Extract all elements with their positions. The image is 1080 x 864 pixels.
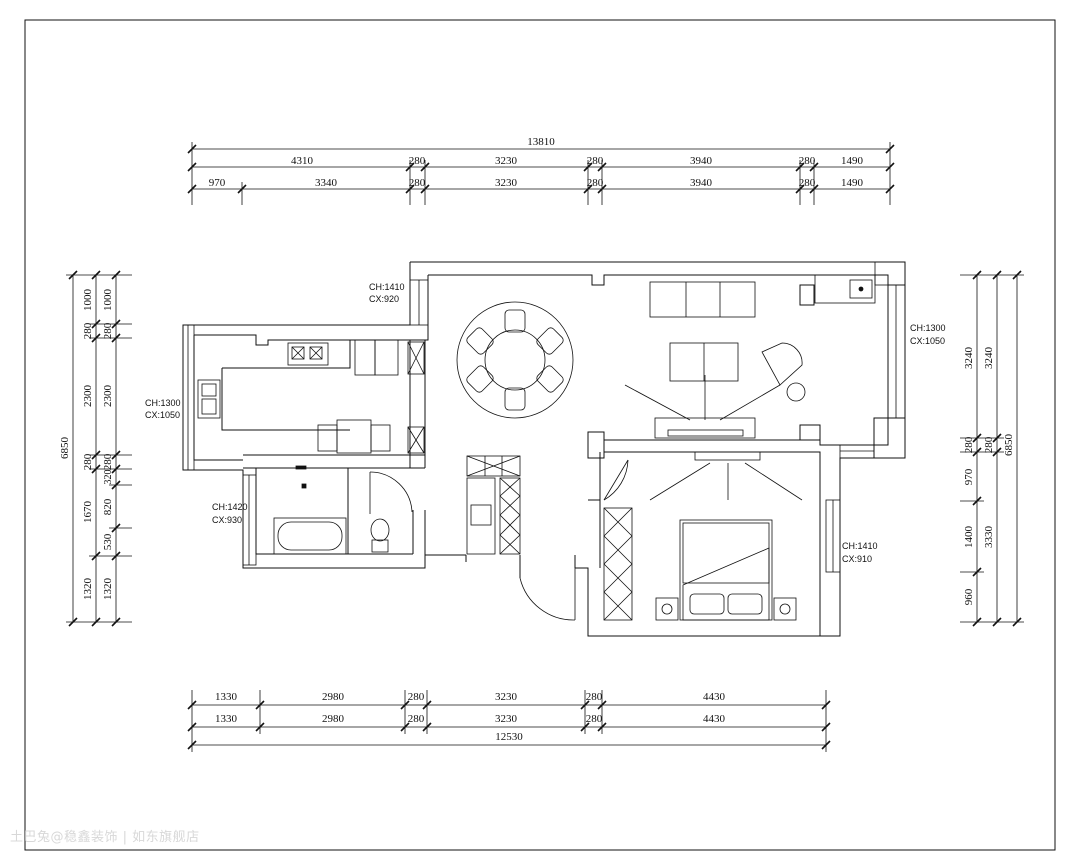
dim-left-total: 6850 xyxy=(59,437,71,460)
dim-bot-r2-a: 1330 xyxy=(215,713,238,725)
kitchen-fixtures xyxy=(197,339,425,454)
dim-left-c2-h: 1320 xyxy=(102,578,114,601)
dim-left-c1-c: 2300 xyxy=(82,385,94,408)
label-kitchen-ch: CH:1410 xyxy=(369,282,405,292)
dim-top-r1-g: 1490 xyxy=(841,155,864,167)
walls xyxy=(182,261,906,637)
dim-bot-r1-f: 4430 xyxy=(703,691,726,703)
dim-top-r1-e: 3940 xyxy=(690,155,713,167)
dim-left-c1-b: 280 xyxy=(82,322,94,339)
top-dimensions xyxy=(191,142,891,205)
dim-top-r2-c: 280 xyxy=(409,177,426,189)
dim-right-c2-c: 3330 xyxy=(983,526,995,549)
dim-bot-r2-b: 2980 xyxy=(322,713,345,725)
dim-left-c1-d: 280 xyxy=(82,453,94,470)
doors xyxy=(369,459,629,621)
dim-top-r2-g: 280 xyxy=(799,177,816,189)
dim-right-c1-b: 280 xyxy=(963,436,975,453)
dim-top-r1-a: 4310 xyxy=(291,155,314,167)
dim-right-c2-a: 3240 xyxy=(983,347,995,370)
label-living-cx: CX:1050 xyxy=(910,336,945,346)
dim-right-c1-d: 1400 xyxy=(963,526,975,549)
dim-bot-r1-a: 1330 xyxy=(215,691,238,703)
dim-bot-r2-d: 3230 xyxy=(495,713,518,725)
left-dimensions xyxy=(66,274,132,623)
dim-left-c1-a: 1000 xyxy=(82,289,94,312)
dim-top-total: 13810 xyxy=(527,136,555,148)
dim-top-r2-b: 3340 xyxy=(315,177,338,189)
dim-left-c2-f: 820 xyxy=(102,498,114,515)
windows xyxy=(182,261,906,573)
dim-right-total: 6850 xyxy=(1003,434,1015,457)
dim-left-c2-c: 2300 xyxy=(102,385,114,408)
living-furniture xyxy=(456,274,876,439)
dim-left-c2-d: 280 xyxy=(102,453,114,470)
bedroom-furniture xyxy=(603,451,803,621)
dim-top-r1-b: 280 xyxy=(409,155,426,167)
label-bath-ch: CH:1420 xyxy=(212,502,248,512)
watermark: 土巴兔@稳鑫装饰 | 如东旗舰店 xyxy=(10,830,200,845)
dim-left-c1-f: 1320 xyxy=(82,578,94,601)
left-dimension-ticks xyxy=(68,270,121,627)
dim-right-c1-e: 960 xyxy=(963,588,975,605)
right-dimension-ticks xyxy=(972,270,1022,627)
dim-top-r1-d: 280 xyxy=(587,155,604,167)
dim-bot-r1-e: 280 xyxy=(586,691,603,703)
dim-top-r2-f: 3940 xyxy=(690,177,713,189)
label-balcony-cx: CX:1050 xyxy=(145,410,180,420)
label-kitchen-cx: CX:920 xyxy=(369,294,399,304)
dim-left-c2-e: 320 xyxy=(103,470,114,485)
dim-bot-r1-b: 2980 xyxy=(322,691,345,703)
dim-top-r2-a: 970 xyxy=(209,177,226,189)
label-balcony-ch: CH:1300 xyxy=(145,398,181,408)
label-living-ch: CH:1300 xyxy=(910,323,946,333)
dim-left-c1-e: 1670 xyxy=(82,501,94,524)
dim-bot-r2-c: 280 xyxy=(408,713,425,725)
dim-bot-r2-f: 4430 xyxy=(703,713,726,725)
bottom-dimensions xyxy=(191,690,827,752)
label-bedroom-cx: CX:910 xyxy=(842,554,872,564)
drawing-border xyxy=(24,19,1056,851)
dim-left-c2-g: 530 xyxy=(102,533,114,550)
dim-left-c2-a: 1000 xyxy=(102,289,114,312)
bathroom-fixtures xyxy=(273,455,521,555)
dim-bot-r2-e: 280 xyxy=(586,713,603,725)
dim-top-r2-h: 1490 xyxy=(841,177,864,189)
dim-right-c2-b: 280 xyxy=(983,436,995,453)
top-dimension-ticks xyxy=(187,144,895,194)
dim-bot-r1-d: 3230 xyxy=(495,691,518,703)
dim-left-c2-b: 280 xyxy=(102,322,114,339)
dim-bot-r1-c: 280 xyxy=(408,691,425,703)
dim-bot-total: 12530 xyxy=(495,731,523,743)
dim-top-r1-c: 3230 xyxy=(495,155,518,167)
right-dimensions xyxy=(960,274,1024,623)
bottom-dimension-ticks xyxy=(187,700,831,750)
label-bedroom-ch: CH:1410 xyxy=(842,541,878,551)
dim-right-c1-a: 3240 xyxy=(963,347,975,370)
dining-chairs xyxy=(466,309,564,411)
dim-right-c1-c: 970 xyxy=(963,468,975,485)
label-bath-cx: CX:930 xyxy=(212,515,242,525)
dim-top-r2-e: 280 xyxy=(587,177,604,189)
dim-top-r1-f: 280 xyxy=(799,155,816,167)
window-labels: CH:1410 CX:920 CH:1300 CX:1050 CH:1300 C… xyxy=(145,282,946,564)
dim-top-r2-d: 3230 xyxy=(495,177,518,189)
